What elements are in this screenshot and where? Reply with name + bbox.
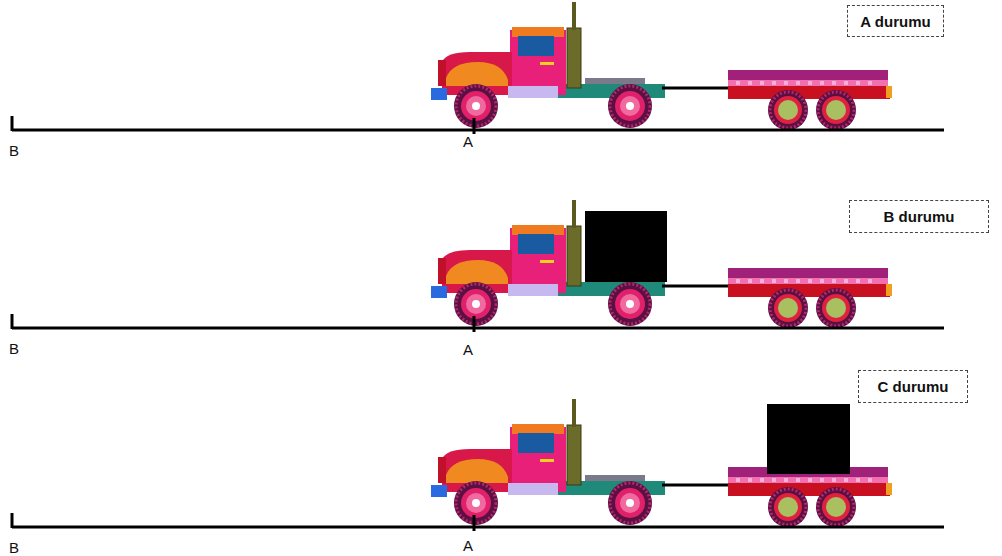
point-label: B (9, 341, 19, 356)
state-label: C durumu (878, 378, 949, 395)
point-label: A (463, 134, 473, 149)
point-label: B (9, 143, 19, 158)
scene-a (12, 2, 944, 134)
scene-b (12, 200, 944, 332)
point-label: A (463, 538, 473, 553)
state-label: A durumu (860, 13, 930, 30)
load-box (767, 404, 850, 474)
load-box (585, 211, 667, 282)
state-label-box: A durumu (847, 5, 944, 37)
state-label-box: B durumu (849, 200, 989, 233)
point-label: A (463, 342, 473, 357)
point-label: B (9, 540, 19, 555)
state-label-box: C durumu (858, 370, 968, 403)
scene-c (12, 399, 944, 531)
state-label: B durumu (884, 208, 955, 225)
